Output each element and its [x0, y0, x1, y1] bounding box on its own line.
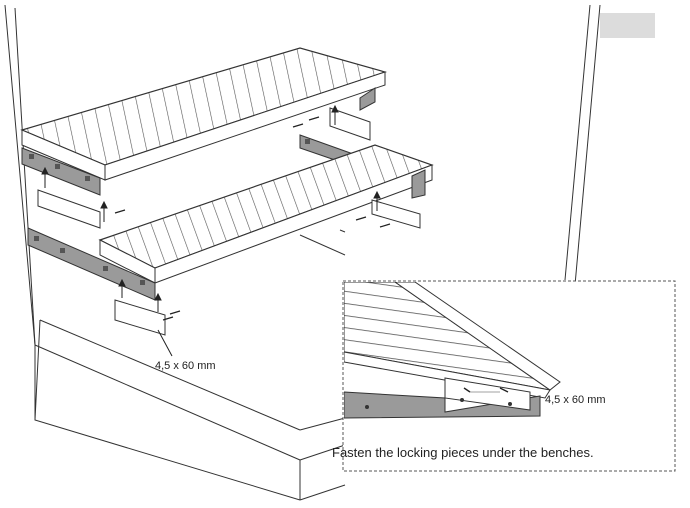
- room-walls: [4, 4, 601, 501]
- inset-screw-dimension-label: 4,5 x 60 mm: [545, 394, 606, 406]
- detail-inset: [342, 280, 676, 472]
- screw-icon: [114, 116, 391, 321]
- instruction-caption: Fasten the locking pieces under the benc…: [332, 445, 594, 460]
- dimension-leader: [157, 329, 173, 357]
- arrow-up-icon: [41, 104, 381, 312]
- lower-bench: [98, 144, 434, 284]
- page-tab: [600, 13, 655, 38]
- upper-bench: [20, 47, 388, 181]
- upper-front-rail: [21, 147, 101, 196]
- locking-piece-icon: [37, 107, 421, 336]
- screw-dimension-label: 4,5 x 60 mm: [155, 360, 216, 372]
